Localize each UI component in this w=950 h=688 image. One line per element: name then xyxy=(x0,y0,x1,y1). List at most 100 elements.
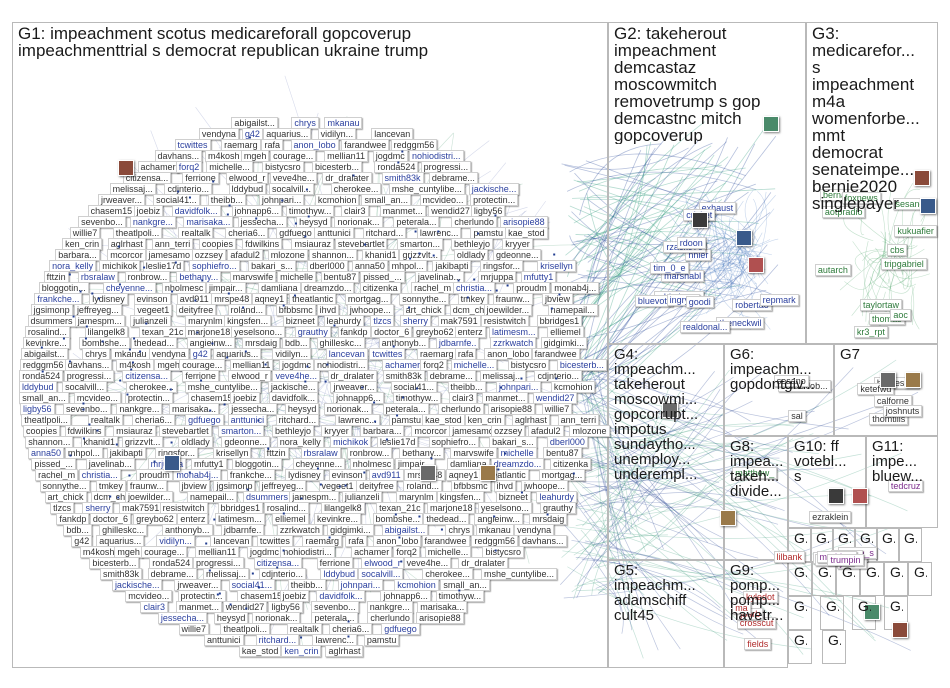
node-label[interactable]: jamespm... xyxy=(289,491,340,503)
node-label[interactable]: marvswife xyxy=(229,271,277,283)
node-label[interactable]: kae_stod xyxy=(238,645,282,657)
node-label[interactable]: cbs xyxy=(887,243,908,256)
node-label[interactable]: mak7591 xyxy=(437,315,481,327)
node-label[interactable]: bbridges1 xyxy=(217,502,264,514)
node-label[interactable]: bistycsro xyxy=(482,546,524,558)
node-label[interactable]: michikok xyxy=(99,260,141,272)
node-label[interactable]: fdwilkins xyxy=(64,425,105,437)
node-label[interactable]: cheria6... xyxy=(131,414,175,426)
node-label[interactable]: lilbank xyxy=(773,550,806,563)
node-label[interactable]: clair3 xyxy=(140,601,168,613)
node-label[interactable]: theatlpoli... xyxy=(220,623,270,635)
node-label[interactable]: smarton... xyxy=(218,425,265,437)
node-label[interactable]: nohiodistri... xyxy=(408,150,464,162)
node-label[interactable]: tripgabriel xyxy=(881,257,927,270)
node-label[interactable]: aotpradio xyxy=(821,205,866,218)
node-label[interactable]: trumpin xyxy=(827,553,864,566)
node-label[interactable]: mhpol... xyxy=(64,447,103,459)
node-label[interactable]: damliana xyxy=(447,458,490,470)
node-label[interactable]: debrame... xyxy=(147,568,197,580)
node-label[interactable]: mkanau xyxy=(475,524,514,536)
node-label[interactable]: nora_kelly xyxy=(49,260,97,272)
node-label[interactable]: realtalk xyxy=(87,414,123,426)
node-label[interactable]: anttunici xyxy=(314,227,354,239)
node-label[interactable]: realdonal... xyxy=(679,320,731,333)
node-label[interactable]: ezraklein xyxy=(809,511,852,524)
node-label[interactable]: mgeh xyxy=(240,150,270,162)
node-label[interactable]: pamstu xyxy=(363,634,400,646)
node-label[interactable]: rdoon xyxy=(676,237,706,250)
node-label[interactable]: aglrhast xyxy=(325,645,364,657)
node-label[interactable]: cdjnterio... xyxy=(258,568,307,580)
node-label[interactable]: mhpol... xyxy=(388,260,427,272)
node-label[interactable]: davhans... xyxy=(518,535,567,547)
node-label[interactable]: lddybud xyxy=(228,183,267,195)
node-label[interactable]: g42 xyxy=(241,128,263,140)
node-label[interactable]: matthew_ xyxy=(732,467,778,480)
node-label[interactable]: angieinw... xyxy=(186,337,236,349)
node-label[interactable]: gdfuego xyxy=(381,623,420,635)
node-label[interactable]: afadul2 xyxy=(528,425,564,437)
node-label[interactable]: sevenbo... xyxy=(78,216,126,228)
node-label[interactable]: grauthy xyxy=(294,326,331,338)
node-label[interactable]: farandwee xyxy=(531,348,580,360)
node-label[interactable]: mcvideo... xyxy=(419,194,467,206)
node-label[interactable]: monab4j... xyxy=(551,282,600,294)
node-label[interactable]: ken_crin xyxy=(281,645,322,657)
node-label[interactable]: namepail... xyxy=(187,491,238,503)
node-label[interactable]: arisopie88 xyxy=(416,612,464,624)
node-label[interactable]: tcwittes xyxy=(174,139,211,151)
node-label[interactable]: sesano xyxy=(892,198,928,211)
node-label[interactable]: sal xyxy=(788,409,806,422)
node-label[interactable]: greybo62 xyxy=(133,513,177,525)
node-label[interactable]: repmark xyxy=(759,294,799,307)
node-label[interactable]: theibb... xyxy=(207,194,246,206)
node-label[interactable]: leslie17d xyxy=(376,436,419,448)
node-label[interactable]: kr3_rpt xyxy=(853,325,888,338)
node-label[interactable]: sesano xyxy=(773,374,809,387)
node-label[interactable]: goodi xyxy=(685,295,714,308)
node-label[interactable]: stevebartlet xyxy=(334,238,388,250)
node-label[interactable]: jwhoope... xyxy=(346,304,394,316)
node-label[interactable]: vendyna xyxy=(198,128,239,140)
node-label[interactable]: arisopie88 xyxy=(487,403,536,415)
node-label[interactable]: courage... xyxy=(179,359,226,371)
node-label[interactable]: fields xyxy=(744,637,772,650)
node-label[interactable]: realtalk xyxy=(286,623,322,635)
node-label[interactable]: cheyenne... xyxy=(102,282,156,294)
node-label[interactable]: aoc xyxy=(890,309,911,322)
node-label[interactable]: sevenbo... xyxy=(62,403,111,415)
node-label[interactable]: willie7 xyxy=(541,403,573,415)
node-label[interactable]: aqney1 xyxy=(251,293,288,305)
node-label[interactable]: zzrkwatch xyxy=(276,524,323,536)
node-label[interactable]: ligby56 xyxy=(268,601,303,613)
node-label[interactable]: kryyer xyxy=(502,238,533,250)
node-label[interactable]: melissaj... xyxy=(203,568,250,580)
node-label[interactable]: norionak... xyxy=(252,612,301,624)
node-label[interactable]: social41... xyxy=(153,194,200,206)
node-label[interactable]: krisellyn xyxy=(537,260,576,272)
node-label[interactable]: peterala... xyxy=(393,216,440,228)
node-label[interactable]: anttunici xyxy=(204,634,244,646)
node-label[interactable]: nora_kelly xyxy=(276,436,324,448)
node-label[interactable]: kcmohion xyxy=(314,194,360,206)
node-label[interactable]: tim_0_e xyxy=(650,262,689,275)
node-label[interactable]: foxnews xyxy=(841,191,881,204)
node-label[interactable]: bistycsro xyxy=(507,359,550,371)
node-label[interactable]: tedcruz xyxy=(887,480,924,493)
node-label[interactable]: lawrenc... xyxy=(335,414,380,426)
node-label[interactable]: nohiodistri... xyxy=(280,546,335,558)
node-label[interactable]: kcmohion xyxy=(550,381,596,393)
node-label[interactable]: mlozone xyxy=(569,425,610,437)
node-label[interactable]: realtalk xyxy=(178,227,214,239)
node-label[interactable]: kyledot xyxy=(743,591,778,604)
node-label[interactable]: tcwittes xyxy=(369,348,406,360)
node-label[interactable]: willie7 xyxy=(178,623,210,635)
node-label[interactable]: anthonyb... xyxy=(161,524,213,536)
node-label[interactable]: autarch xyxy=(814,263,851,276)
node-label[interactable]: mrjuppa xyxy=(477,271,517,283)
node-label[interactable]: taylortaw xyxy=(859,299,902,312)
node-label[interactable]: bethleyjo xyxy=(271,425,315,437)
node-label[interactable]: afadul2 xyxy=(227,249,263,261)
node-label[interactable]: joshnuts xyxy=(882,405,923,418)
